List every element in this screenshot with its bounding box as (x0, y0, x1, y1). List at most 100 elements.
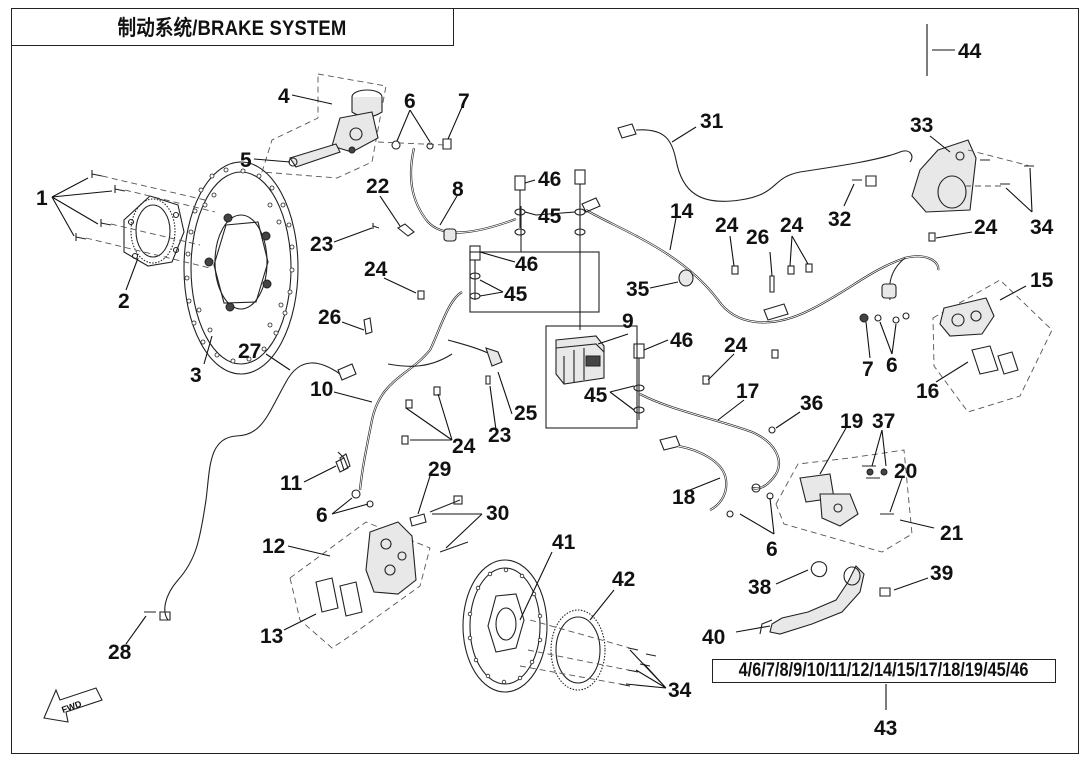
master-cylinder-kit-outline (261, 73, 387, 179)
front-abs-tone-ring (123, 195, 185, 267)
callout-12: 12 (262, 535, 285, 558)
callout-27: 27 (238, 340, 261, 363)
callout-5: 5 (240, 149, 252, 172)
rear-mc-fittings (726, 426, 894, 518)
callout-3: 3 (190, 364, 202, 387)
callout-29: 29 (428, 458, 451, 481)
brake-hose-8 (409, 147, 517, 242)
rear-abs-tone-ring-42 (550, 609, 606, 691)
callout-24: 24 (780, 214, 804, 237)
callout-39: 39 (930, 562, 953, 585)
kit-contents-box: 4/6/7/8/9/10/11/12/14/15/17/18/19/45/46 (712, 659, 1056, 683)
front-brake-pads-13 (315, 577, 363, 617)
callout-1: 1 (36, 187, 48, 210)
brake-hose-17 (639, 393, 780, 490)
callout-16: 16 (916, 380, 939, 403)
callout-14: 14 (670, 200, 694, 223)
callout-34: 34 (1030, 216, 1054, 239)
callout-41: 41 (552, 531, 576, 554)
callout-21: 21 (940, 522, 964, 545)
callout-42: 42 (612, 568, 635, 591)
callout-24: 24 (974, 216, 998, 239)
callout-15: 15 (1030, 269, 1054, 292)
rear-abs-sensor-32 (852, 175, 877, 187)
callout-6: 6 (316, 504, 328, 527)
callout-38: 38 (748, 576, 772, 599)
callout-31: 31 (700, 110, 724, 133)
fwd-label: FWD (60, 698, 83, 715)
rear-master-cylinder-19 (799, 473, 859, 527)
callout-23: 23 (310, 233, 333, 256)
callout-43: 43 (874, 717, 897, 740)
callout-6: 6 (404, 90, 416, 113)
callout-7: 7 (458, 90, 470, 113)
callout-30: 30 (486, 502, 509, 525)
callout-46: 46 (515, 253, 538, 276)
callout-17: 17 (736, 380, 759, 403)
disc-bolts (75, 170, 216, 269)
page-title: 制动系统/BRAKE SYSTEM (118, 17, 347, 40)
callout-25: 25 (514, 402, 538, 425)
brake-hose-10 (339, 291, 503, 508)
callout-37: 37 (872, 410, 895, 433)
banjo-rear-caliper (859, 312, 910, 324)
title-box: 制动系统/BRAKE SYSTEM (11, 8, 454, 46)
banjo-bolt-and-washers (377, 138, 452, 150)
front-master-cylinder (288, 89, 383, 168)
rear-master-cylinder-kit-outline (775, 449, 913, 553)
callout-8: 8 (452, 178, 464, 201)
callout-6: 6 (886, 354, 898, 377)
abs-modulator (555, 335, 605, 385)
callout-45: 45 (584, 384, 608, 407)
callout-34: 34 (668, 679, 692, 702)
fwd-arrow-icon: FWD (43, 687, 103, 723)
rear-brake-pads-16 (971, 345, 1019, 375)
rear-brake-disc-41 (462, 559, 548, 693)
rear-caliper-bracket-33 (911, 139, 1034, 213)
front-caliper-kit-outline (289, 521, 431, 649)
diagram-frame (11, 8, 1079, 754)
front-abs-sensor-wire-27 (144, 362, 357, 621)
callout-24: 24 (724, 334, 748, 357)
callout-28: 28 (108, 641, 132, 664)
copper-washers-45 (469, 208, 645, 414)
callout-26: 26 (746, 226, 769, 249)
callout-6: 6 (766, 538, 778, 561)
caliper-bolts-29-30 (409, 495, 469, 553)
callout-18: 18 (672, 486, 696, 509)
callout-20: 20 (894, 460, 917, 483)
callout-22: 22 (366, 175, 389, 198)
hose-holders-26 (363, 275, 789, 335)
callout-10: 10 (310, 378, 333, 401)
front-caliper-12 (365, 521, 417, 595)
hose-clamp-22 (372, 223, 415, 237)
callout-2: 2 (118, 290, 130, 313)
callout-35: 35 (626, 278, 650, 301)
callout-4: 4 (278, 85, 290, 108)
callout-24: 24 (364, 258, 388, 281)
clamp-35 (678, 269, 694, 287)
callout-46: 46 (670, 329, 693, 352)
callout-32: 32 (828, 208, 851, 231)
pedal-bolt-39 (879, 587, 891, 597)
callout-11: 11 (280, 472, 303, 495)
callout-13: 13 (260, 625, 283, 648)
leader-lines (51, 49, 1033, 710)
callout-45: 45 (538, 205, 562, 228)
brake-hose-18 (659, 435, 728, 511)
callout-labels: 1 2 3 4 5 6 7 8 22 23 24 46 45 46 45 26 … (36, 40, 1054, 740)
callout-24: 24 (452, 435, 476, 458)
abs-modulator-wiring-box (469, 200, 638, 429)
callout-44: 44 (958, 40, 982, 63)
kit-contents-list: 4/6/7/8/9/10/11/12/14/15/17/18/19/45/46 (739, 660, 1029, 681)
rear-caliper-15 (939, 297, 995, 337)
bolt-23 (485, 375, 491, 385)
front-brake-disc (183, 161, 299, 375)
callout-23: 23 (488, 424, 511, 447)
callout-19: 19 (840, 410, 863, 433)
callout-9: 9 (622, 310, 634, 333)
return-spring-38 (810, 561, 828, 578)
rear-disc-bolts-34 (519, 619, 657, 687)
rear-abs-sensor-wire-31 (617, 123, 913, 202)
